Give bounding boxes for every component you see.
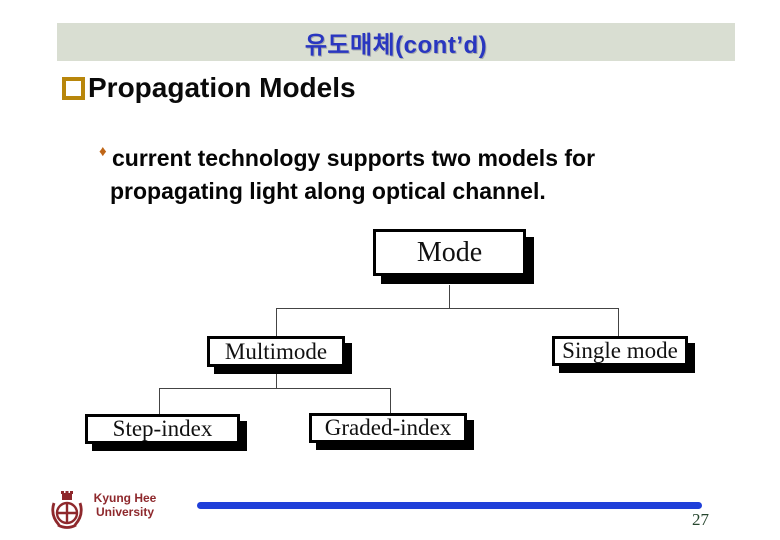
connector-to-gradedindex — [390, 388, 391, 413]
diagram-node-multimode: Multimode — [207, 336, 345, 367]
connector-to-stepindex — [159, 388, 160, 414]
heading-row: Propagation Models — [62, 73, 356, 103]
diagram-node-mode: Mode — [373, 229, 526, 276]
connector-root-stem — [449, 285, 450, 308]
bullet-line-1: current technology supports two models f… — [112, 145, 596, 171]
connector-level1-horizontal — [276, 308, 619, 309]
slide-title-bar: 유도매체(cont’d) — [57, 23, 735, 61]
connector-level2-horizontal — [159, 388, 391, 389]
university-name-line1: Kyung Hee — [93, 491, 157, 505]
footer-divider-bar — [197, 502, 702, 509]
diamond-bullet-icon: ♦ — [99, 143, 107, 160]
diagram-node-single-mode: Single mode — [552, 336, 688, 366]
bullet-paragraph: current technology supports two models f… — [110, 142, 762, 208]
connector-to-multimode — [276, 308, 277, 336]
bullet-line-2: propagating light along optical channel. — [110, 178, 546, 204]
slide-title: 유도매체(cont’d) — [304, 31, 488, 59]
diagram-node-step-index: Step-index — [85, 414, 240, 444]
page-number: 27 — [692, 510, 709, 529]
connector-multimode-stem — [276, 374, 277, 388]
square-bullet-icon — [62, 77, 85, 100]
university-crest-icon — [51, 491, 83, 529]
connector-to-singlemode — [618, 308, 619, 336]
diagram-node-graded-index: Graded-index — [309, 413, 467, 443]
university-name-line2: University — [95, 505, 155, 519]
university-name: Kyung Hee University — [90, 491, 160, 519]
heading-text: Propagation Models — [88, 72, 356, 103]
